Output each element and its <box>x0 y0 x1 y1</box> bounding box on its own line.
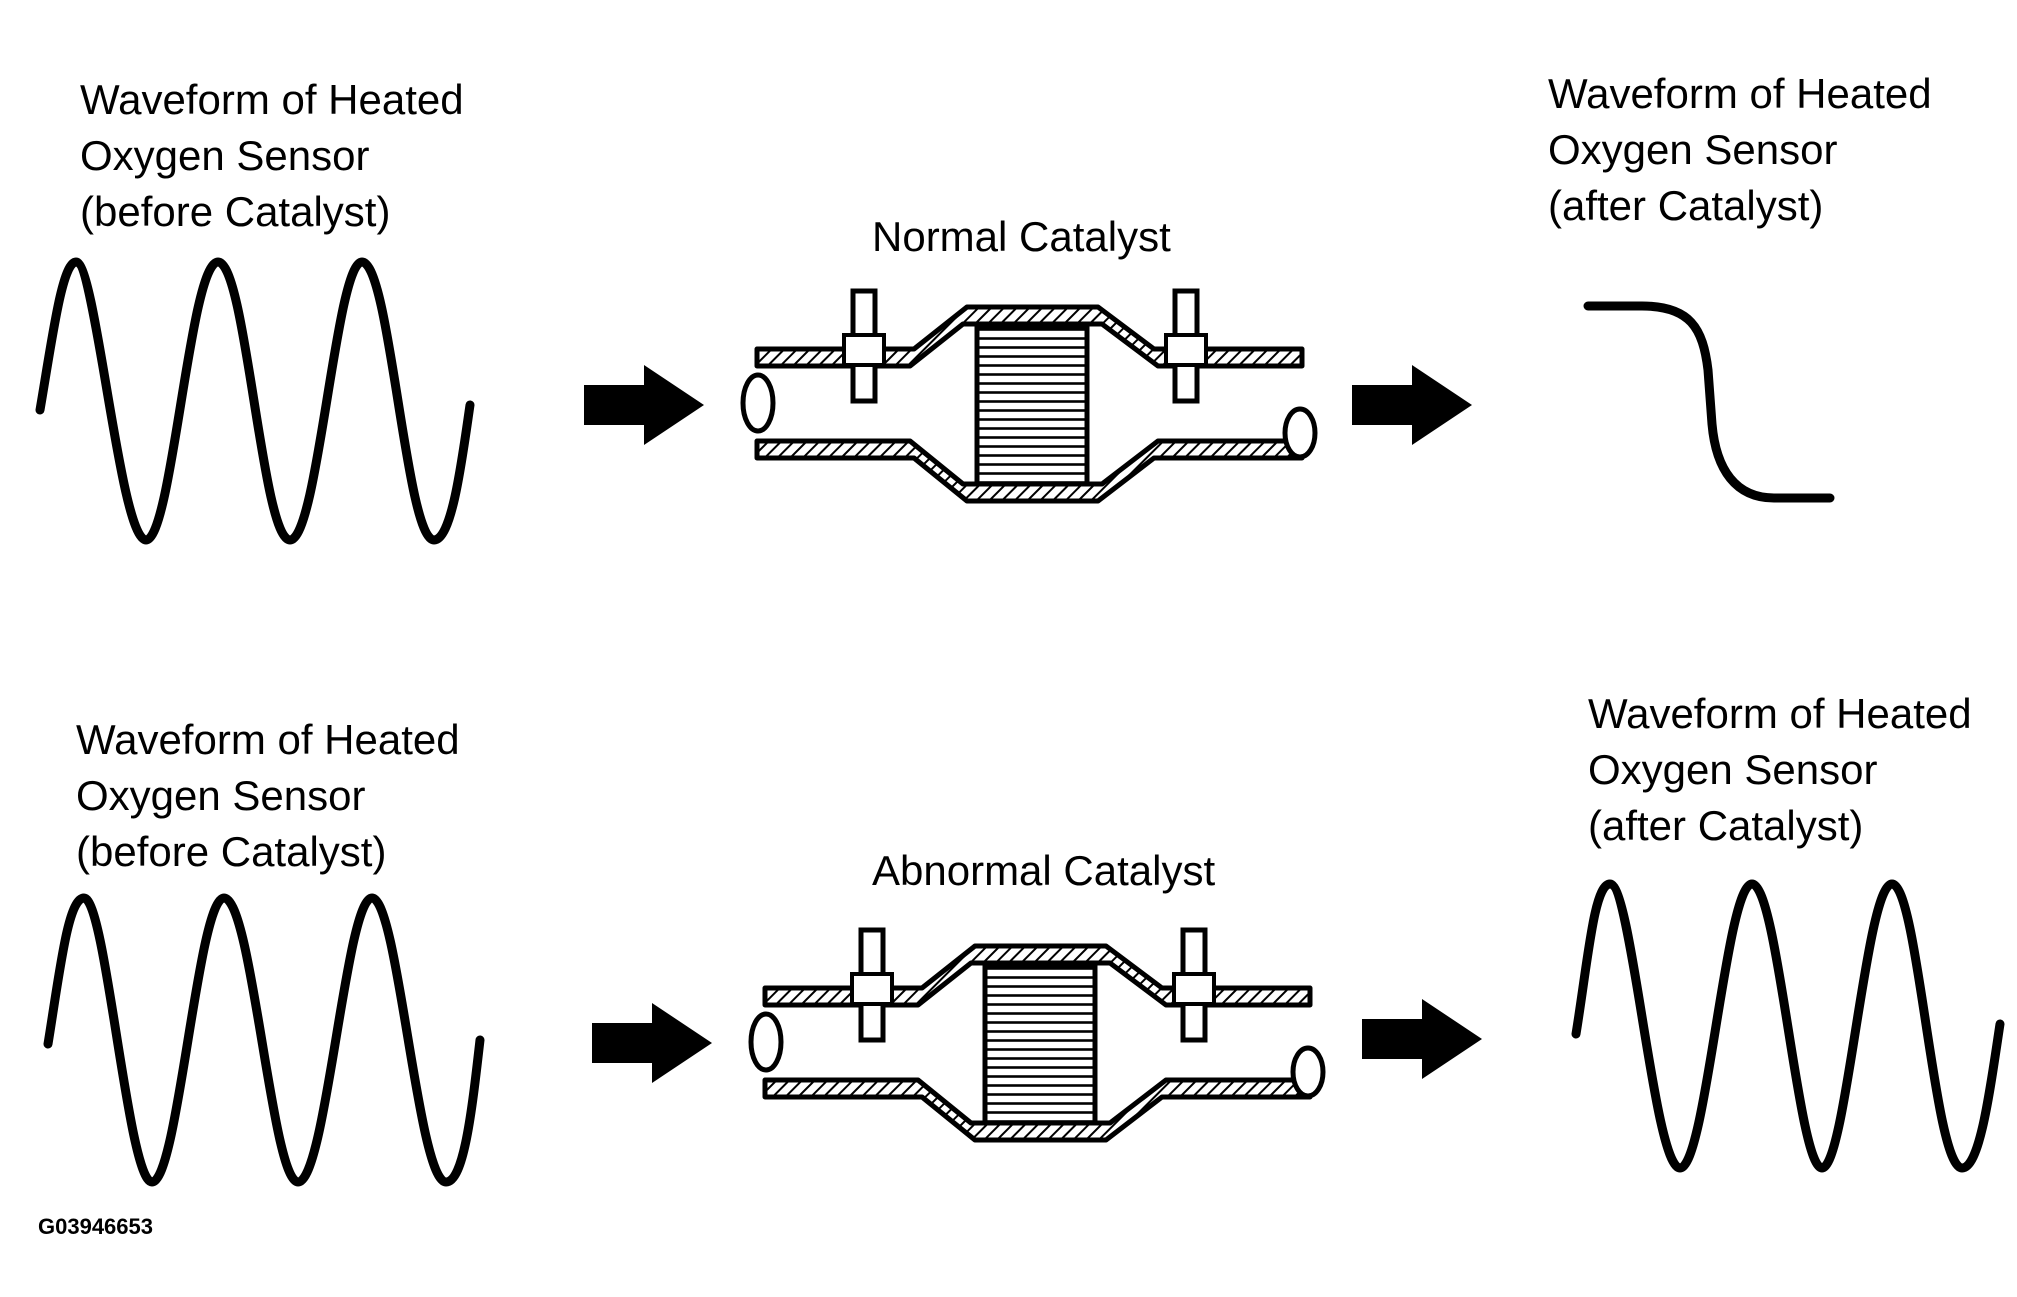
row2-input-arrow <box>592 1003 712 1083</box>
row2-output-arrow <box>1362 999 1482 1079</box>
row1-after-waveform <box>1583 301 1835 503</box>
row2-before-label-line3: (before Catalyst) <box>76 828 387 875</box>
row1-before-label: Waveform of Heated Oxygen Sensor (before… <box>80 72 464 240</box>
row1-catalyst-title: Normal Catalyst <box>872 213 1171 260</box>
row1-after-label-line3: (after Catalyst) <box>1548 182 1824 229</box>
row2-before-waveform <box>43 893 485 1187</box>
row2-before-label-line2: Oxygen Sensor <box>76 772 366 819</box>
figure-code: G03946653 <box>38 1214 153 1239</box>
row2-catalytic-converter <box>751 930 1323 1140</box>
row2-after-label-line2: Oxygen Sensor <box>1588 746 1878 793</box>
row1-before-label-line1: Waveform of Heated <box>80 76 464 123</box>
row2-after-label-line3: (after Catalyst) <box>1588 802 1864 849</box>
row2-before-label-line1: Waveform of Heated <box>76 716 460 763</box>
row1-output-arrow <box>1352 365 1472 445</box>
row1-after-label-line1: Waveform of Heated <box>1548 70 1932 117</box>
row1-after-label: Waveform of Heated Oxygen Sensor (after … <box>1548 66 1932 234</box>
row1-after-label-line2: Oxygen Sensor <box>1548 126 1838 173</box>
row2-after-waveform <box>1571 879 2005 1173</box>
row2-before-label: Waveform of Heated Oxygen Sensor (before… <box>76 712 460 880</box>
row1-catalytic-converter <box>743 291 1315 501</box>
row1-before-waveform <box>35 257 475 545</box>
row2-after-label-line1: Waveform of Heated <box>1588 690 1972 737</box>
row2-catalyst-title: Abnormal Catalyst <box>872 847 1216 894</box>
row1-before-label-line2: Oxygen Sensor <box>80 132 370 179</box>
row1-before-label-line3: (before Catalyst) <box>80 188 391 235</box>
row1-input-arrow <box>584 365 704 445</box>
row2-after-label: Waveform of Heated Oxygen Sensor (after … <box>1588 686 1972 854</box>
